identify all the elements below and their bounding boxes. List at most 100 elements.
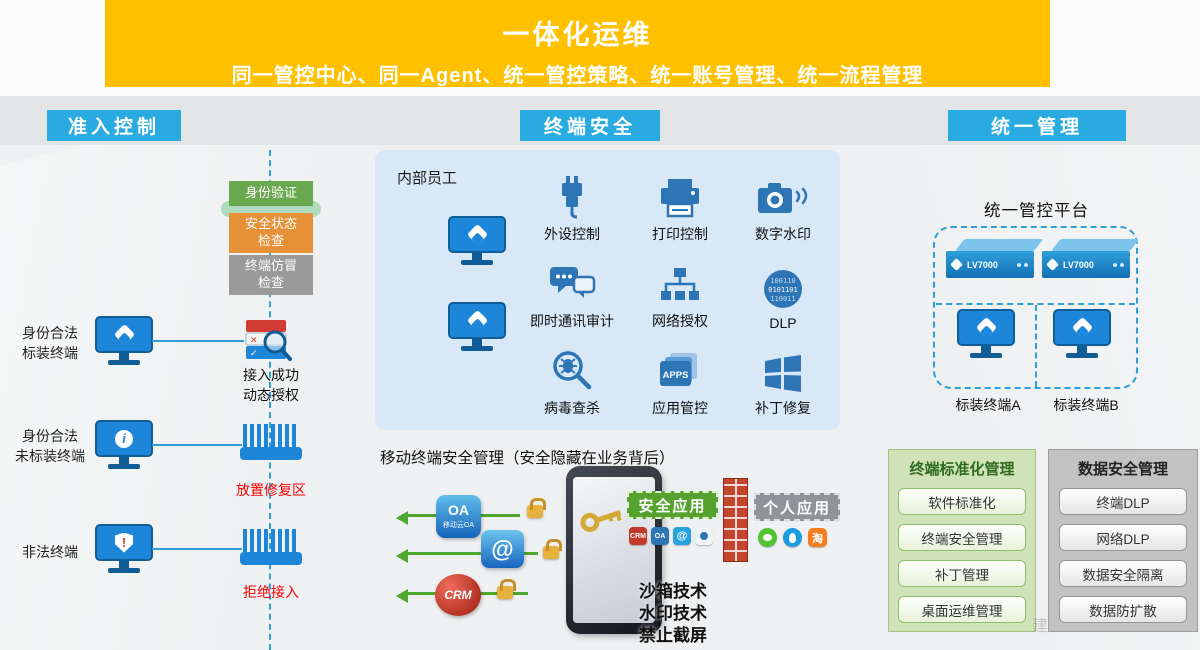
watermark: 建 <box>1032 618 1049 635</box>
feature-watermark: 数字水印 <box>732 160 834 247</box>
server-model: LV7000 <box>967 259 998 270</box>
alert-shield-icon: ! <box>115 532 133 553</box>
repair-zone-icon <box>240 424 302 460</box>
oa-app-icon: OA 移动云OA <box>436 495 481 538</box>
windows-icon <box>762 347 804 393</box>
panel-title: 数据安全管理 <box>1077 461 1168 478</box>
feature-dlp: 100110 0101101 110011 DLP <box>732 247 834 334</box>
check-security-status: 安全状态 检查 <box>229 213 313 253</box>
scan-authorize-icon: ✕ ✓ <box>242 317 294 365</box>
access-row-label: 非法终端 <box>22 544 78 560</box>
managed-terminal-icon <box>1053 309 1111 358</box>
check-label: 安全状态 <box>244 216 297 232</box>
deny-zone-icon <box>240 529 302 565</box>
brand-logo-icon <box>113 323 135 346</box>
flow-arrow <box>396 549 538 563</box>
terminal-b-label: 标装终端B <box>1053 397 1119 413</box>
personal-app-icons: 淘 <box>758 528 827 547</box>
platform-dashed-box <box>933 226 1138 389</box>
terminal-monitor-icon <box>95 316 153 365</box>
brand-logo-icon <box>975 316 997 339</box>
chat-bubbles-icon <box>548 260 596 306</box>
feature-im-audit: 即时通讯审计 <box>516 247 628 334</box>
feature-antivirus: 病毒查杀 <box>516 334 628 421</box>
panel-item: 终端安全管理 <box>898 524 1026 551</box>
brand-logo-icon <box>950 258 963 271</box>
svg-text:110011: 110011 <box>770 295 795 303</box>
mail-mini-icon: @ <box>673 527 691 545</box>
section-badge-unified: 统一管理 <box>948 110 1126 141</box>
panel-item: 桌面运维管理 <box>898 596 1026 623</box>
apps-stack-icon: APPS <box>658 347 702 393</box>
page-title: 一体化运维 <box>502 20 653 50</box>
network-tree-icon <box>657 260 703 306</box>
lock-icon <box>497 579 516 599</box>
feature-grid: 外设控制 打印控制 <box>516 160 836 421</box>
secure-apps-zone: 安全应用 <box>627 491 718 519</box>
svg-text:100110: 100110 <box>770 277 795 285</box>
connector-line <box>152 444 242 446</box>
panel-title: 终端标准化管理 <box>909 461 1015 478</box>
platform-label: 统一管控平台 <box>984 202 1089 220</box>
info-icon: i <box>115 429 133 448</box>
managed-terminal-icon <box>957 309 1015 358</box>
feature-peripheral-control: 外设控制 <box>516 160 628 247</box>
svg-text:✕: ✕ <box>250 335 258 345</box>
brand-logo-icon <box>466 223 488 246</box>
feature-app-control: APPS 应用管控 <box>628 334 732 421</box>
binary-sphere-icon: 100110 0101101 110011 <box>762 264 804 310</box>
data-security-panel: 数据安全管理 终端DLP 网络DLP 数据安全隔离 数据防扩散 <box>1048 449 1198 632</box>
server-appliance-icon: LV7000 <box>946 239 1044 281</box>
check-label: 终端仿冒 <box>244 258 297 274</box>
secure-app-icons: CRM OA @ <box>629 527 713 545</box>
panel-item: 软件标准化 <box>898 488 1026 515</box>
employee-monitor-icon <box>448 302 506 351</box>
panel-item: 网络DLP <box>1059 524 1187 551</box>
key-icon <box>575 496 633 545</box>
section-badge-endpoint: 终端安全 <box>520 110 660 141</box>
personal-apps-zone: 个人应用 <box>754 493 840 521</box>
qq-icon <box>783 528 802 547</box>
camera-watermark-icon <box>756 173 810 219</box>
panel-item: 终端DLP <box>1059 488 1187 515</box>
mobile-security-title: 移动终端安全管理（安全隐藏在业务背后） <box>380 450 675 467</box>
access-result: 放置修复区 <box>236 482 306 498</box>
access-result: 接入成功 动态授权 <box>243 367 299 403</box>
printer-icon <box>657 173 703 219</box>
terminal-monitor-alert-icon: ! <box>95 524 153 573</box>
crm-app-icon: CRM <box>435 574 481 616</box>
access-row-label: 身份合法 标装终端 <box>22 325 78 361</box>
standardization-panel: 终端标准化管理 软件标准化 终端安全管理 补丁管理 桌面运维管理 <box>888 449 1036 632</box>
panel-item: 补丁管理 <box>898 560 1026 587</box>
generic-app-icon <box>695 527 713 545</box>
connector-line <box>152 340 244 342</box>
mail-app-icon: @ <box>481 530 524 568</box>
panel-item: 数据安全隔离 <box>1059 560 1187 587</box>
feature-patch: 补丁修复 <box>732 334 834 421</box>
svg-text:0101101: 0101101 <box>768 286 798 294</box>
platform-divider <box>1035 305 1037 387</box>
check-identity: 身份验证 <box>229 181 313 206</box>
terminal-monitor-info-icon: i <box>95 420 153 469</box>
check-label: 检查 <box>257 233 284 248</box>
server-model: LV7000 <box>1063 259 1094 270</box>
terminal-a-label: 标装终端A <box>955 397 1021 413</box>
feature-network-auth: 网络授权 <box>628 247 732 334</box>
feature-print-control: 打印控制 <box>628 160 732 247</box>
group-label: 内部员工 <box>397 170 458 187</box>
apps-text: APPS <box>663 370 689 381</box>
title-banner: 一体化运维 同一管控中心、同一Agent、统一管控策略、统一账号管理、统一流程管… <box>105 0 1050 87</box>
check-label: 身份验证 <box>244 185 297 201</box>
employee-monitor-icon <box>448 216 506 265</box>
check-counterfeit: 终端仿冒 检查 <box>229 255 313 295</box>
lock-icon <box>527 498 546 518</box>
check-label: 检查 <box>257 275 284 290</box>
mobile-tech-list: 沙箱技术 水印技术 禁止截屏 <box>639 582 707 646</box>
brand-logo-icon <box>466 309 488 332</box>
platform-divider <box>936 303 1135 305</box>
lock-icon <box>543 539 562 559</box>
oa-mini-icon: OA <box>651 527 669 545</box>
wechat-icon <box>758 528 777 547</box>
svg-text:✓: ✓ <box>250 348 258 358</box>
page-subtitle: 同一管控中心、同一Agent、统一管控策略、统一账号管理、统一流程管理 <box>231 65 924 87</box>
